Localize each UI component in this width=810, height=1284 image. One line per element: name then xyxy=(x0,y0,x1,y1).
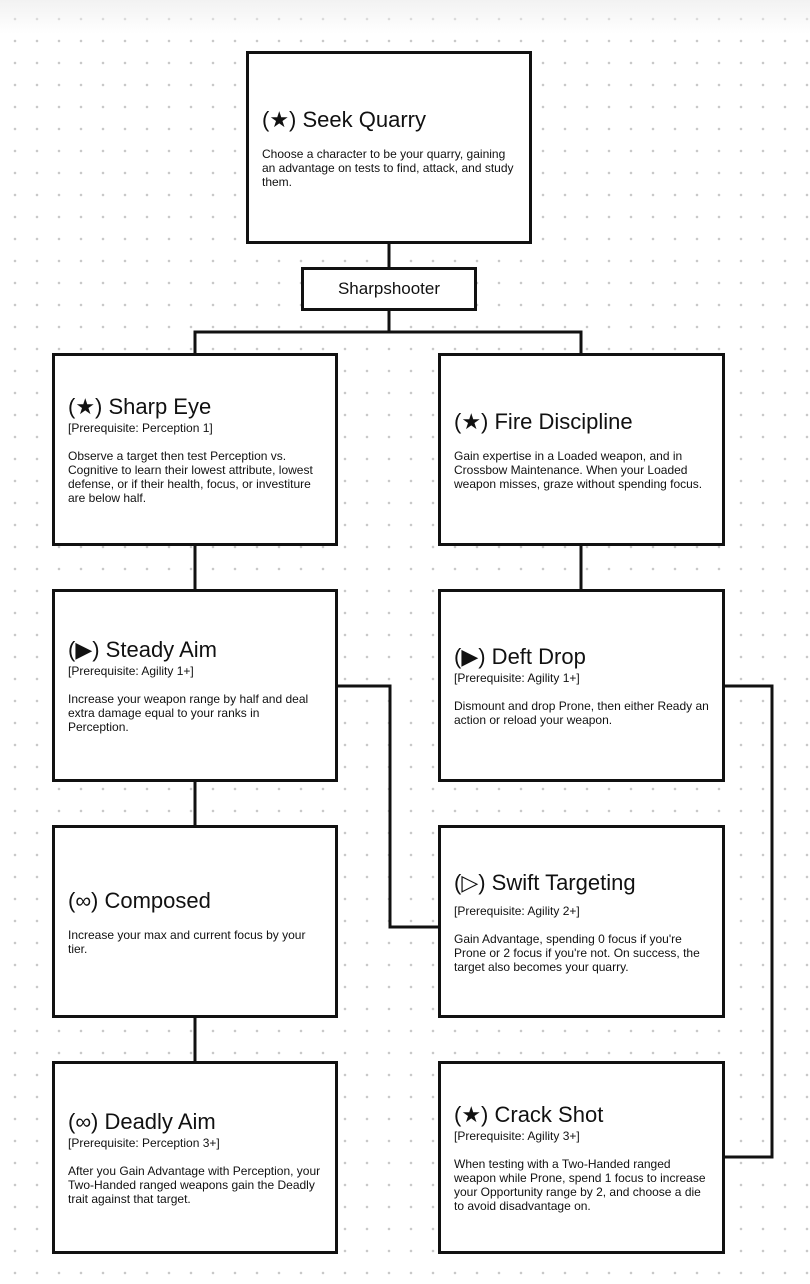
card-title: (▷) Swift Targeting xyxy=(454,869,636,895)
card-title: (★) Crack Shot xyxy=(454,1102,604,1127)
connector-hub-to-branches xyxy=(193,309,391,355)
connector-deft-to-crack xyxy=(723,684,774,1159)
card-title: (★) Seek Quarry xyxy=(262,106,426,132)
card-description: Gain expertise in a Loaded weapon, and i… xyxy=(454,448,703,491)
card-description: After you Gain Advantage with Perception… xyxy=(68,1164,321,1206)
card-title: (★) Fire Discipline xyxy=(454,408,633,434)
card-swift-targeting[interactable]: (▷) Swift Targeting [Prerequisite: Agili… xyxy=(438,825,725,1018)
card-composed[interactable]: (∞) Composed Increase your max and curre… xyxy=(52,825,338,1018)
card-description: When testing with a Two-Handed ranged we… xyxy=(454,1157,706,1213)
card-prerequisite: [Prerequisite: Agility 1+] xyxy=(454,671,580,685)
card-description: Choose a character to be your quarry, ga… xyxy=(262,146,514,189)
card-description: Observe a target then test Perception vs… xyxy=(68,449,313,505)
card-title: (▶) Steady Aim xyxy=(68,637,217,662)
card-prerequisite: [Prerequisite: Perception 1] xyxy=(68,421,213,435)
card-deadly-aim[interactable]: (∞) Deadly Aim [Prerequisite: Perception… xyxy=(52,1061,338,1254)
card-fire-discipline[interactable]: (★) Fire Discipline Gain expertise in a … xyxy=(438,353,725,546)
card-title: (▶) Deft Drop xyxy=(454,644,586,669)
connector-steady-to-swift xyxy=(337,684,440,929)
card-description: Increase your max and current focus by y… xyxy=(68,927,306,956)
card-deft-drop[interactable]: (▶) Deft Drop [Prerequisite: Agility 1+]… xyxy=(438,589,725,782)
card-sharp-eye[interactable]: (★) Sharp Eye [Prerequisite: Perception … xyxy=(52,353,338,546)
card-description: Dismount and drop Prone, then either Rea… xyxy=(454,699,709,727)
card-steady-aim[interactable]: (▶) Steady Aim [Prerequisite: Agility 1+… xyxy=(52,589,338,782)
hub-sharpshooter-label[interactable]: Sharpshooter xyxy=(301,267,477,311)
card-title: (★) Sharp Eye xyxy=(68,394,212,419)
card-description: Increase your weapon range by half and d… xyxy=(68,692,309,734)
card-prerequisite: [Prerequisite: Agility 1+] xyxy=(68,664,194,678)
card-seek-quarry[interactable]: (★) Seek Quarry Choose a character to be… xyxy=(246,51,532,244)
card-crack-shot[interactable]: (★) Crack Shot [Prerequisite: Agility 3+… xyxy=(438,1061,725,1254)
card-title: (∞) Deadly Aim xyxy=(68,1109,216,1134)
card-prerequisite: [Prerequisite: Agility 2+] xyxy=(454,903,580,918)
card-title: (∞) Composed xyxy=(68,887,211,913)
top-fade xyxy=(0,0,810,34)
card-prerequisite: [Prerequisite: Agility 3+] xyxy=(454,1129,580,1143)
card-description: Gain Advantage, spending 0 focus if you'… xyxy=(454,931,700,974)
card-prerequisite: [Prerequisite: Perception 3+] xyxy=(68,1136,220,1150)
connector-hub-to-fire xyxy=(389,330,583,355)
